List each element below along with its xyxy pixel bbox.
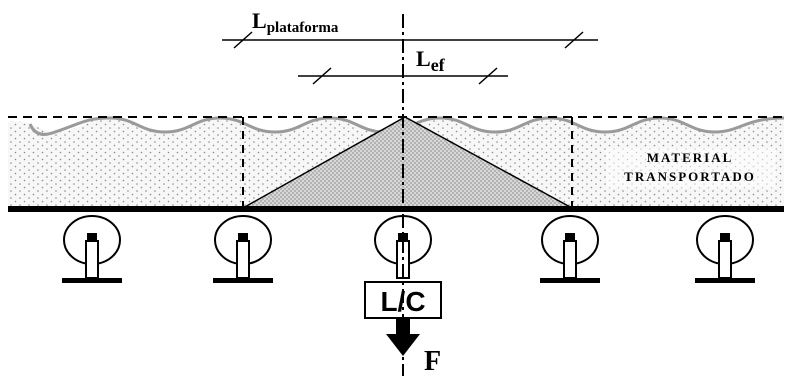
l-plataforma-main: L: [252, 8, 267, 33]
idler-post: [718, 240, 732, 279]
roller-axle: [565, 233, 575, 241]
dimension-l-ef: [298, 67, 508, 85]
roller-axle: [87, 233, 97, 241]
idler-2: [213, 215, 273, 283]
dimension-l-plataforma: [222, 31, 598, 49]
tick-right: [564, 31, 584, 49]
conveyor-belt: [8, 206, 784, 212]
l-ef-label: Lef: [416, 46, 446, 75]
force-arrow: [386, 318, 420, 356]
material-label-background: [606, 148, 776, 188]
arrow-shaft: [396, 318, 410, 334]
idler-4: [540, 215, 600, 283]
load-box-label: L/C: [380, 286, 425, 317]
force-label: F: [424, 346, 441, 376]
material-label-line2: TRANSPORTADO: [624, 169, 756, 184]
roller-axle: [720, 233, 730, 241]
l-ef-subscript: ef: [431, 55, 446, 75]
tick-right: [478, 67, 498, 85]
tick-left: [233, 31, 253, 49]
idler-base: [62, 278, 122, 283]
roller-axle: [238, 233, 248, 241]
material-label-line1: MATERIAL: [647, 150, 734, 165]
tick-left: [312, 67, 332, 85]
idler-post: [85, 240, 99, 279]
roller-axle: [398, 233, 408, 241]
idler-post: [563, 240, 577, 279]
idler-5: [695, 215, 755, 283]
idler-base: [695, 278, 755, 283]
idler-base: [213, 278, 273, 283]
arrow-head: [386, 334, 420, 356]
idler-post: [236, 240, 250, 279]
idler-1: [62, 215, 122, 283]
idler-base: [540, 278, 600, 283]
l-plataforma-label: Lplataforma: [252, 8, 339, 36]
l-ef-main: L: [416, 46, 431, 71]
l-plataforma-subscript: plataforma: [267, 20, 339, 36]
